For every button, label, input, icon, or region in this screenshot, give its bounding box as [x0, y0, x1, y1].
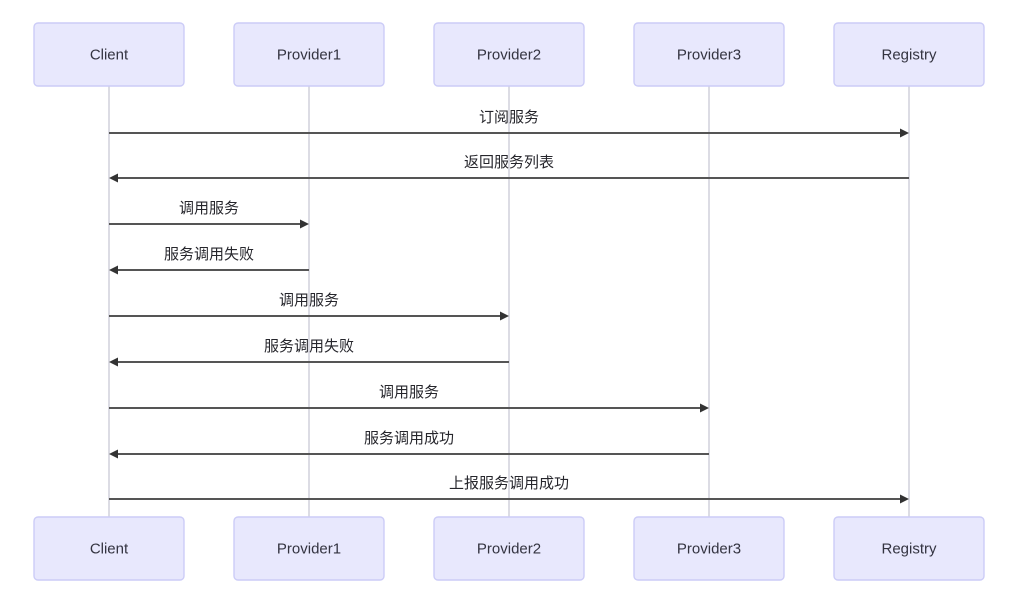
message-arrowhead-2	[109, 173, 118, 183]
message-label-9: 上报服务调用成功	[449, 475, 569, 492]
message-label-5: 调用服务	[279, 292, 339, 309]
message-6[interactable]: 服务调用失败	[109, 338, 509, 367]
participant-box-client[interactable]	[33, 22, 185, 87]
participant-label-provider2: Provider2	[477, 540, 541, 557]
participant-label-client: Client	[90, 540, 129, 557]
messages-layer: 订阅服务返回服务列表调用服务服务调用失败调用服务服务调用失败调用服务服务调用成功…	[109, 109, 909, 504]
message-label-8: 服务调用成功	[364, 430, 454, 447]
message-1[interactable]: 订阅服务	[109, 109, 909, 138]
participant-label-provider1: Provider1	[277, 46, 341, 63]
participants-bottom-layer: Client Provider1 Provider2 Provider3 Registr…	[33, 516, 985, 581]
participant-label-provider1: Provider1	[277, 540, 341, 557]
message-label-3: 调用服务	[179, 200, 239, 217]
participant-registry-top[interactable]: Registry	[833, 22, 985, 87]
message-arrowhead-1	[900, 128, 909, 138]
message-arrowhead-3	[300, 219, 309, 229]
participant-provider1-bottom[interactable]: Provider1	[233, 516, 385, 581]
participant-box-registry[interactable]	[833, 516, 985, 581]
participant-provider2-bottom[interactable]: Provider2	[433, 516, 585, 581]
message-label-6: 服务调用失败	[264, 338, 354, 355]
participant-box-provider2[interactable]	[433, 516, 585, 581]
participant-provider1-top[interactable]: Provider1	[233, 22, 385, 87]
message-3[interactable]: 调用服务	[109, 200, 309, 229]
message-arrowhead-9	[900, 494, 909, 504]
message-label-2: 返回服务列表	[464, 154, 554, 171]
message-arrowhead-4	[109, 265, 118, 275]
participant-label-registry: Registry	[881, 540, 937, 557]
participant-box-registry[interactable]	[833, 22, 985, 87]
participant-box-provider3[interactable]	[633, 22, 785, 87]
participants-top-layer: Client Provider1 Provider2 Provider3 Registr…	[33, 22, 985, 87]
message-arrowhead-8	[109, 449, 118, 459]
participant-label-client: Client	[90, 46, 129, 63]
participant-provider3-bottom[interactable]: Provider3	[633, 516, 785, 581]
message-arrowhead-7	[700, 403, 709, 413]
message-label-1: 订阅服务	[479, 109, 539, 126]
participant-label-provider3: Provider3	[677, 540, 741, 557]
participant-registry-bottom[interactable]: Registry	[833, 516, 985, 581]
participant-box-provider1[interactable]	[233, 22, 385, 87]
participant-box-provider3[interactable]	[633, 516, 785, 581]
message-5[interactable]: 调用服务	[109, 292, 509, 321]
message-label-7: 调用服务	[379, 384, 439, 401]
participant-provider3-top[interactable]: Provider3	[633, 22, 785, 87]
message-arrowhead-5	[500, 311, 509, 321]
message-label-4: 服务调用失败	[164, 246, 254, 263]
message-8[interactable]: 服务调用成功	[109, 430, 709, 459]
message-9[interactable]: 上报服务调用成功	[109, 475, 909, 504]
participant-label-registry: Registry	[881, 46, 937, 63]
message-7[interactable]: 调用服务	[109, 384, 709, 413]
message-4[interactable]: 服务调用失败	[109, 246, 309, 275]
participant-label-provider2: Provider2	[477, 46, 541, 63]
participant-box-provider2[interactable]	[433, 22, 585, 87]
participant-box-client[interactable]	[33, 516, 185, 581]
participant-label-provider3: Provider3	[677, 46, 741, 63]
participant-client-bottom[interactable]: Client	[33, 516, 185, 581]
participant-client-top[interactable]: Client	[33, 22, 185, 87]
participant-provider2-top[interactable]: Provider2	[433, 22, 585, 87]
lifelines-layer	[108, 86, 910, 517]
message-arrowhead-6	[109, 357, 118, 367]
message-2[interactable]: 返回服务列表	[109, 154, 909, 183]
participant-box-provider1[interactable]	[233, 516, 385, 581]
